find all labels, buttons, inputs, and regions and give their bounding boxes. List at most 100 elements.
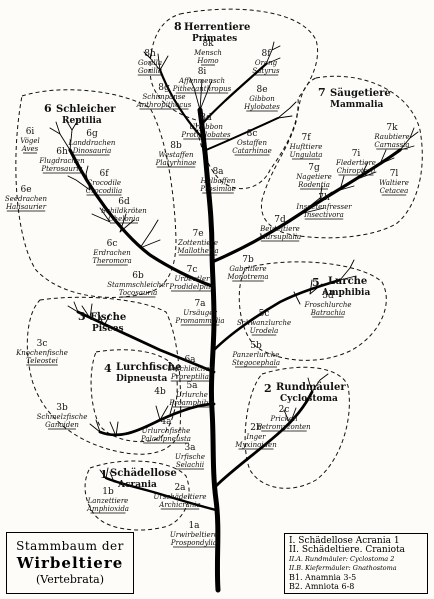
taxon-german: Landdrachen (68, 139, 116, 147)
legend-row-2: II. Schädeltiere. Craniota (289, 545, 405, 555)
taxon-code: 8f (261, 49, 271, 59)
taxon-german: Beuteltiere (259, 225, 300, 233)
group-6-num: 6 (44, 102, 52, 115)
taxon-code: 7l (390, 169, 399, 179)
taxon-code: 6f (99, 169, 109, 179)
taxon-latin: Prospondylia (170, 539, 217, 547)
group-6-german: Schleicher (56, 104, 116, 115)
taxon-german: Urfische (175, 453, 205, 461)
taxon-code: 3b (56, 403, 68, 413)
taxon-latin: Anthropithecus (136, 101, 192, 109)
taxon-latin: Paladipneusta (140, 435, 191, 443)
taxon-german: Urbeutler (175, 275, 211, 283)
taxon-latin: Crocodilia (86, 187, 122, 195)
taxon-latin: Proamphibia (168, 399, 214, 407)
taxon-latin: Platyrhinae (155, 159, 197, 167)
taxon-latin: Ungulata (290, 151, 323, 159)
taxon-latin: Halisaurier (5, 203, 47, 211)
taxon-german: Raubtiere (373, 133, 409, 141)
taxon-code: 6h (56, 147, 68, 157)
taxon-code: 6d (118, 197, 130, 207)
taxon-latin: Teleostei (26, 357, 58, 365)
taxon-code: 7f (301, 133, 311, 143)
taxon-code: 1a (188, 521, 200, 531)
taxon-code: 4a (160, 417, 172, 427)
legend-row-5: B1. Anamnia 3-5 (289, 573, 357, 582)
taxon-code: 6b (132, 271, 144, 281)
outline-primates (149, 8, 319, 190)
group-3-num: 3 (78, 310, 86, 323)
outline-mammalia (260, 75, 423, 239)
taxon-latin: Archicrania (158, 501, 200, 509)
taxon-latin: Gorilla (138, 67, 162, 75)
taxon-code: 8h (144, 49, 156, 59)
taxon-code: 8d (200, 113, 212, 123)
group-4-latin: Dipneusta (116, 374, 168, 384)
taxon-code: 5b (250, 341, 262, 351)
taxon-german: Orang (255, 59, 278, 67)
taxon-code: 2b (250, 423, 262, 433)
taxon-latin: Dinosauria (72, 147, 112, 155)
taxon-latin: Aves (21, 145, 39, 153)
taxon-german: Zottentiere (177, 239, 218, 247)
taxon-german: Crocodile (87, 179, 121, 187)
taxon-german: Vögel (20, 137, 40, 145)
taxon-code: 7e (192, 229, 203, 239)
taxon-latin: Insectivora (303, 211, 344, 219)
taxon-german: Urgibbon (189, 123, 223, 131)
taxon-code: 6e (20, 185, 31, 195)
group-2-num: 2 (264, 382, 272, 395)
taxon-german: Urlurche (176, 391, 208, 399)
taxon-german: Froschlurche (303, 301, 351, 309)
group-outlines (15, 8, 423, 531)
taxon-german: Schmelzfische (37, 413, 88, 421)
outline-acrania (84, 460, 190, 531)
group-1-header: 1 Schädellose Acrania (100, 468, 177, 490)
taxon-code: 8a (212, 167, 224, 177)
taxon-latin: Homo (196, 57, 218, 65)
title-line-3: (Vertebrata) (35, 573, 105, 586)
taxon-german: Nagetiere (295, 173, 332, 181)
title-line-1: Stammbaum der (16, 539, 124, 553)
taxon-code: 7i (352, 149, 361, 159)
taxon-latin: Cetacea (380, 187, 409, 195)
group-2-header: 2 Rundmäuler Cyclostoma (264, 382, 346, 404)
taxon-latin: Myxinoiden (234, 441, 277, 449)
group-4-num: 4 (104, 362, 112, 375)
group-5-german: Lurche (328, 276, 367, 287)
legend-row-6: B2. Amniota 6-8 (289, 582, 355, 591)
group-8-header: 8 Herrentiere Primates (174, 20, 250, 44)
taxon-german: Westaffen (159, 151, 194, 159)
outline-reptilia (15, 89, 177, 298)
group-8-latin: Primates (192, 34, 237, 44)
taxon-code: 5a (186, 381, 198, 391)
taxon-latin: Prodidelphia (168, 283, 214, 291)
taxon-german: Gibbon (249, 95, 275, 103)
taxon-latin: Petromyzonten (256, 423, 311, 431)
taxon-latin: Promammalia (174, 317, 224, 325)
title-line-2: Wirbeltiere (16, 554, 124, 572)
taxon-latin: Theromora (92, 257, 131, 265)
